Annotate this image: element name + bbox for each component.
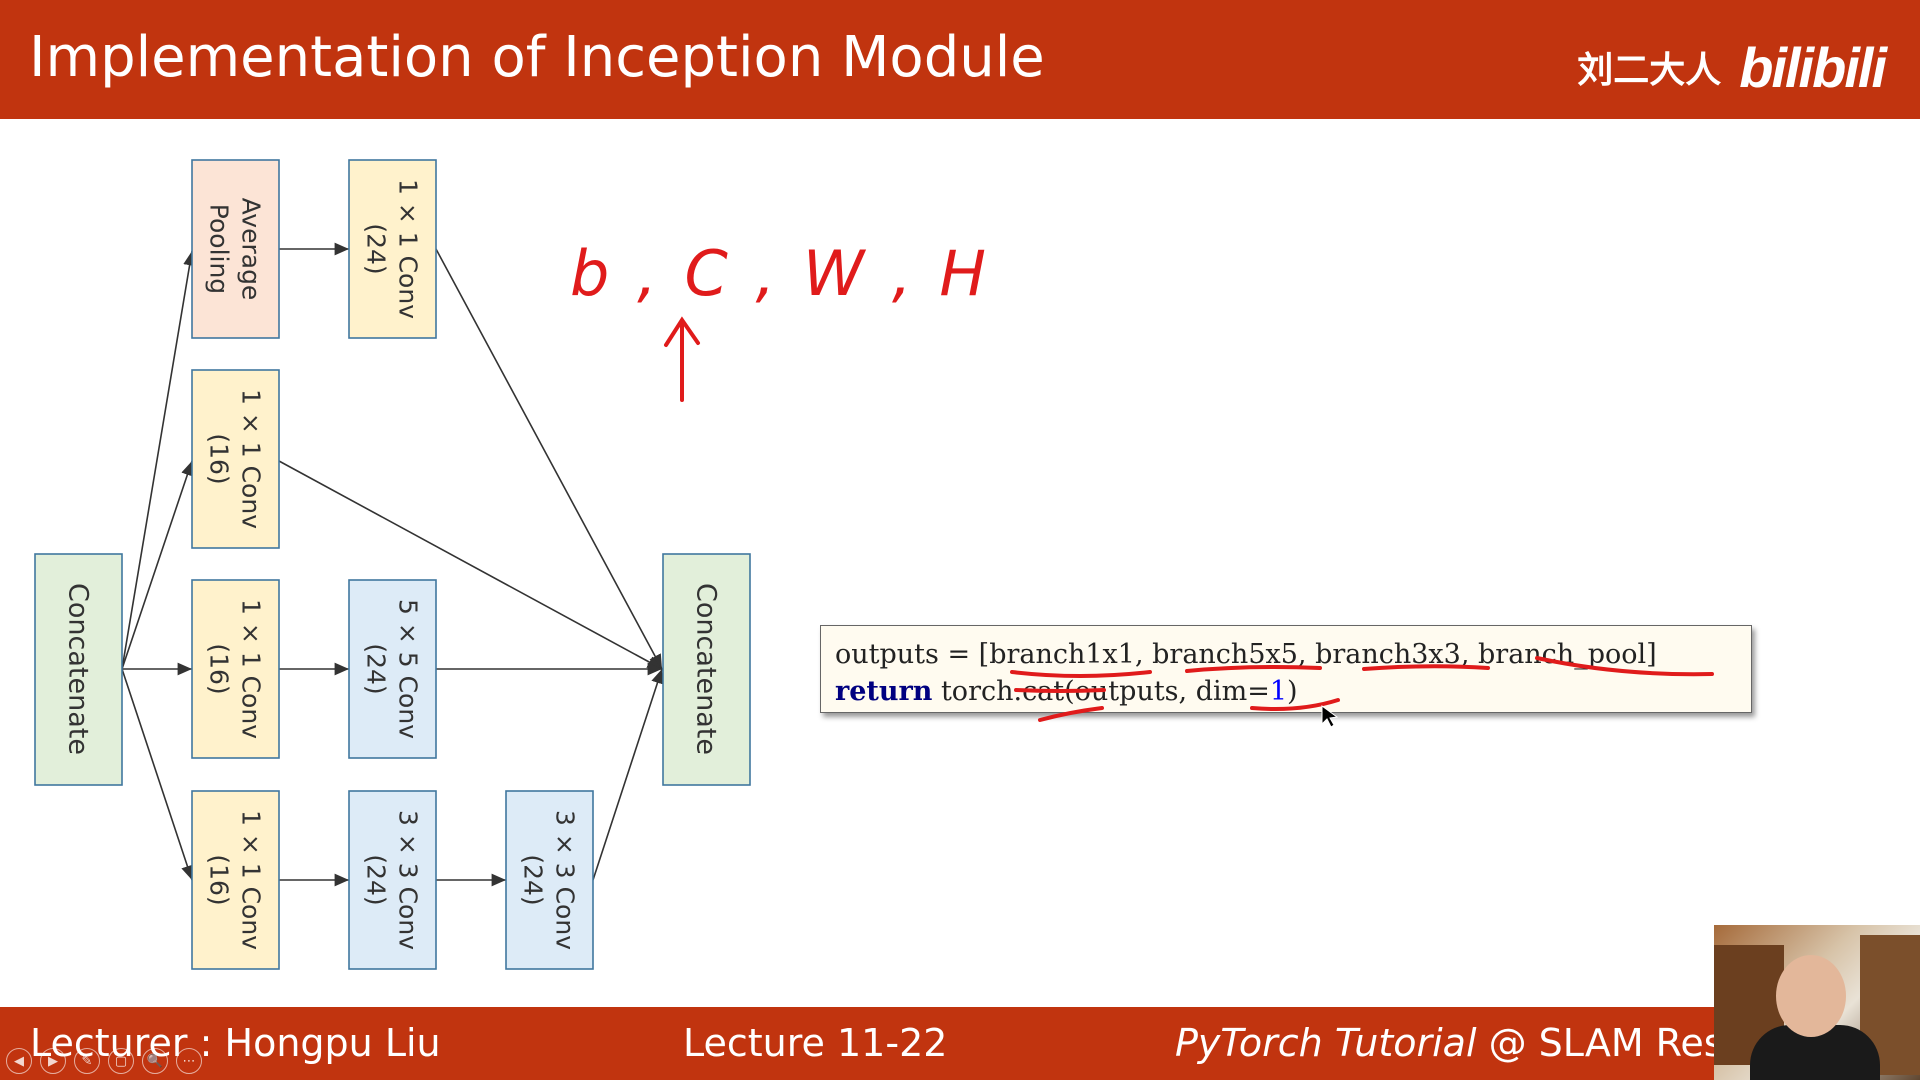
channel-watermark: 刘二大人 bilibili (1577, 32, 1887, 102)
author-name: 刘二大人 (1577, 50, 1722, 91)
branch3x3-conv2-box (348, 790, 437, 970)
branch3x3-conv3-label-2: (24) (519, 854, 548, 905)
branch5x5-conv1-label-1: 1 × 1 Conv (237, 599, 266, 739)
presenter-head (1776, 955, 1846, 1037)
branch5x5-conv1-label-2: (16) (205, 643, 234, 694)
pool-conv-label-1: 1 × 1 Conv (394, 179, 423, 319)
input-concatenate-block: Concatenate (34, 553, 123, 786)
arrow-input-to-pool (121, 250, 196, 670)
branch1x1-label-1: 1 × 1 Conv (237, 389, 266, 529)
branch5x5-conv2-box (348, 579, 437, 759)
arrow-b3-to-output (592, 668, 664, 881)
underline-branch1x1 (1010, 670, 1152, 678)
lecture-number: Lecture 11-22 (683, 1021, 948, 1065)
pen-icon[interactable]: ✎ (74, 1048, 100, 1074)
underline-dim (1250, 698, 1340, 711)
branch3x3-conv1-box (191, 790, 280, 970)
output-concatenate-block: Concatenate (662, 553, 751, 786)
code-return-keyword: return (835, 676, 933, 707)
code-dim-value: 1 (1269, 676, 1288, 707)
more-options-icon[interactable]: ⋯ (176, 1048, 202, 1074)
diagram-arrows (121, 242, 664, 887)
zoom-icon[interactable]: 🔍 (142, 1048, 168, 1074)
arrow-b1-to-output (278, 460, 663, 670)
bilibili-logo: bilibili (1739, 35, 1887, 99)
branch3x3-conv2-block: 3 × 3 Conv (24) (348, 790, 437, 970)
input-concatenate-label: Concatenate (63, 583, 94, 755)
slide-footer: Lecturer : Hongpu Liu Lecture 11-22 PyTo… (0, 1007, 1920, 1080)
branch1x1-block: 1 × 1 Conv (16) (191, 369, 280, 549)
underline-branch3x3 (1362, 664, 1490, 671)
arrow-input-to-b1 (121, 460, 194, 670)
mouse-cursor-icon (1321, 705, 1339, 728)
slideshow-controls: ◀ ▶ ✎ ▢ 🔍 ⋯ (6, 1048, 202, 1074)
underline-branch-pool (1535, 656, 1714, 677)
avg-pool-label-2: Pooling (205, 204, 234, 294)
avg-pool-box (191, 159, 280, 339)
underline-cat (1014, 688, 1106, 722)
branch3x3-conv3-block: 3 × 3 Conv (24) (505, 790, 594, 970)
tutorial-title: PyTorch Tutorial (1175, 1021, 1477, 1065)
branch5x5-conv1-block: 1 × 1 Conv (16) (191, 579, 280, 759)
input-concatenate-box (34, 553, 123, 786)
branch5x5-conv2-block: 5 × 5 Conv (24) (348, 579, 437, 759)
branch5x5-conv2-label-1: 5 × 5 Conv (394, 599, 423, 739)
pool-conv-label-2: (24) (362, 223, 391, 274)
slides-grid-icon[interactable]: ▢ (108, 1048, 134, 1074)
branch3x3-conv3-box (505, 790, 594, 970)
code-line-2: return torch.cat(outputs, dim=1) (835, 673, 1737, 710)
slide-title: Implementation of Inception Module (29, 25, 1045, 90)
pool-conv-box (348, 159, 437, 339)
avg-pool-label-1: Average (237, 198, 266, 301)
tutorial-credit: PyTorch Tutorial @ SLAM Resea (1175, 1021, 1770, 1065)
branch1x1-label-2: (16) (205, 433, 234, 484)
code-snippet: outputs = [branch1x1, branch5x5, branch3… (820, 625, 1752, 713)
arrow-pool-to-output (435, 248, 663, 670)
inception-diagram: Concatenate Concatenate Average Pooling … (34, 159, 751, 970)
prev-slide-icon[interactable]: ◀ (6, 1048, 32, 1074)
branch3x3-conv1-label-1: 1 × 1 Conv (237, 810, 266, 950)
branch5x5-conv1-box (191, 579, 280, 759)
branch3x3-conv2-label-1: 3 × 3 Conv (394, 810, 423, 950)
branch5x5-conv2-label-2: (24) (362, 643, 391, 694)
arrow-input-to-b3 (121, 668, 194, 881)
presenter-webcam (1714, 925, 1920, 1080)
underline-branch5x5 (1185, 665, 1322, 673)
handwritten-up-arrow (664, 316, 700, 402)
branch3x3-conv2-label-2: (24) (362, 854, 391, 905)
branch3x3-conv3-label-1: 3 × 3 Conv (551, 810, 580, 950)
branch3x3-conv1-block: 1 × 1 Conv (16) (191, 790, 280, 970)
slide-header: Implementation of Inception Module 刘二大人 … (0, 0, 1920, 119)
branch3x3-conv1-label-2: (16) (205, 854, 234, 905)
pool-conv-block: 1 × 1 Conv (24) (348, 159, 437, 339)
output-concatenate-box (662, 553, 751, 786)
handwritten-bcwh: b , C , W , H (570, 237, 990, 310)
code-line-2-close: ) (1287, 676, 1298, 707)
next-slide-icon[interactable]: ▶ (40, 1048, 66, 1074)
code-line-1: outputs = [branch1x1, branch5x5, branch3… (835, 639, 1657, 670)
avg-pool-block: Average Pooling (191, 159, 280, 339)
output-concatenate-label: Concatenate (691, 583, 722, 755)
branch1x1-box (191, 369, 280, 549)
